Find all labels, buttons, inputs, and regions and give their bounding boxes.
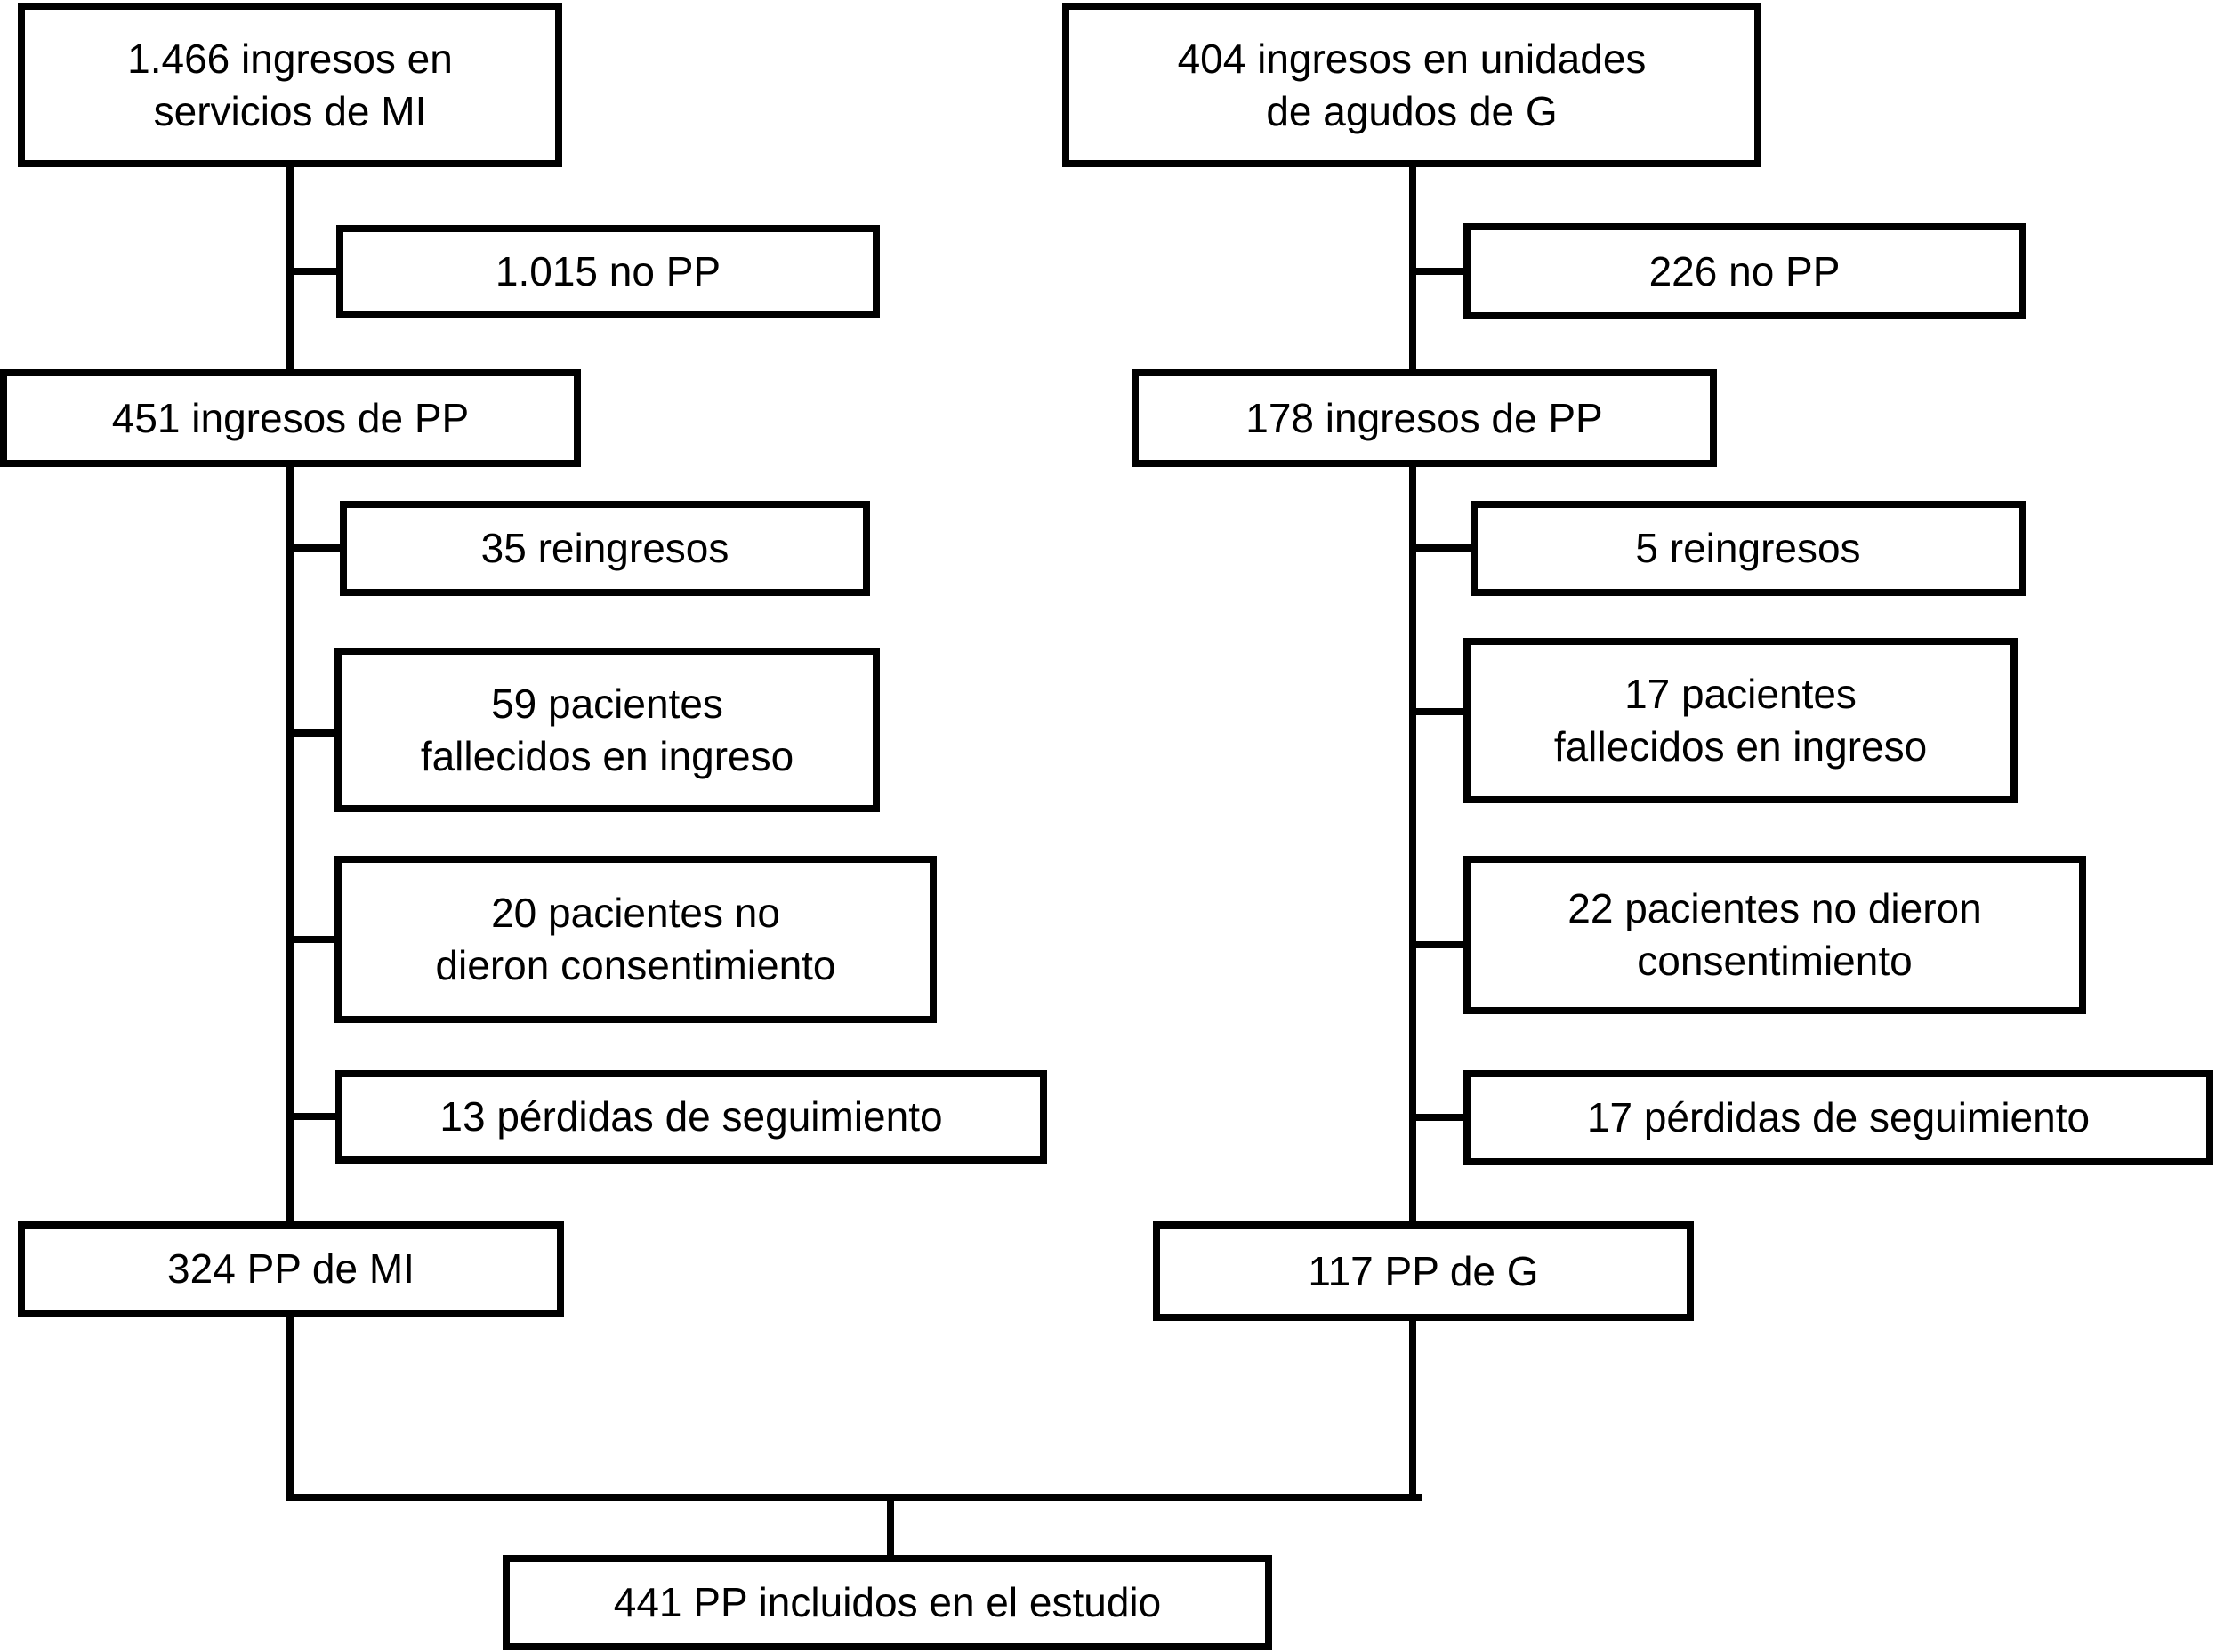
node-sin-consentimiento-mi: 20 pacientes no dieron consentimiento bbox=[334, 856, 937, 1023]
connector-right-consentimiento bbox=[1409, 941, 1473, 948]
connector-left-fallecidos bbox=[286, 729, 349, 737]
connector-left-spine bbox=[286, 167, 294, 1501]
connector-merge-stub bbox=[887, 1497, 894, 1559]
node-no-pp-g: 226 no PP bbox=[1463, 223, 2026, 319]
connector-right-no-pp bbox=[1409, 268, 1473, 275]
node-ingresos-pp-mi: 451 ingresos de PP bbox=[0, 369, 581, 467]
connector-right-reingresos bbox=[1409, 544, 1480, 552]
connector-left-consentimiento bbox=[286, 936, 349, 943]
connector-right-perdidas bbox=[1409, 1114, 1473, 1121]
node-perdidas-seguimiento-mi: 13 pérdidas de seguimiento bbox=[335, 1070, 1047, 1164]
connector-right-spine bbox=[1409, 167, 1416, 1501]
node-no-pp-mi: 1.015 no PP bbox=[336, 225, 880, 318]
node-perdidas-seguimiento-g: 17 pérdidas de seguimiento bbox=[1463, 1070, 2213, 1165]
connector-left-no-pp bbox=[286, 268, 349, 275]
node-fallecidos-mi: 59 pacientes fallecidos en ingreso bbox=[334, 648, 880, 812]
connector-right-fallecidos bbox=[1409, 708, 1473, 715]
connector-left-perdidas bbox=[286, 1113, 349, 1120]
node-ingresos-pp-g: 178 ingresos de PP bbox=[1132, 369, 1717, 467]
node-pp-incluidos-estudio: 441 PP incluidos en el estudio bbox=[503, 1555, 1272, 1650]
node-fallecidos-g: 17 pacientes fallecidos en ingreso bbox=[1463, 638, 2018, 803]
node-sin-consentimiento-g: 22 pacientes no dieron consentimiento bbox=[1463, 856, 2086, 1014]
node-ingresos-servicios-mi: 1.466 ingresos en servicios de MI bbox=[18, 3, 562, 167]
connector-left-reingresos bbox=[286, 544, 349, 552]
node-ingresos-unidades-g: 404 ingresos en unidades de agudos de G bbox=[1062, 3, 1761, 167]
connector-merge-horizontal bbox=[286, 1494, 1422, 1501]
node-pp-de-mi: 324 PP de MI bbox=[18, 1221, 564, 1317]
node-reingresos-g: 5 reingresos bbox=[1471, 501, 2026, 596]
node-pp-de-g: 117 PP de G bbox=[1153, 1221, 1694, 1321]
node-reingresos-mi: 35 reingresos bbox=[340, 501, 870, 596]
